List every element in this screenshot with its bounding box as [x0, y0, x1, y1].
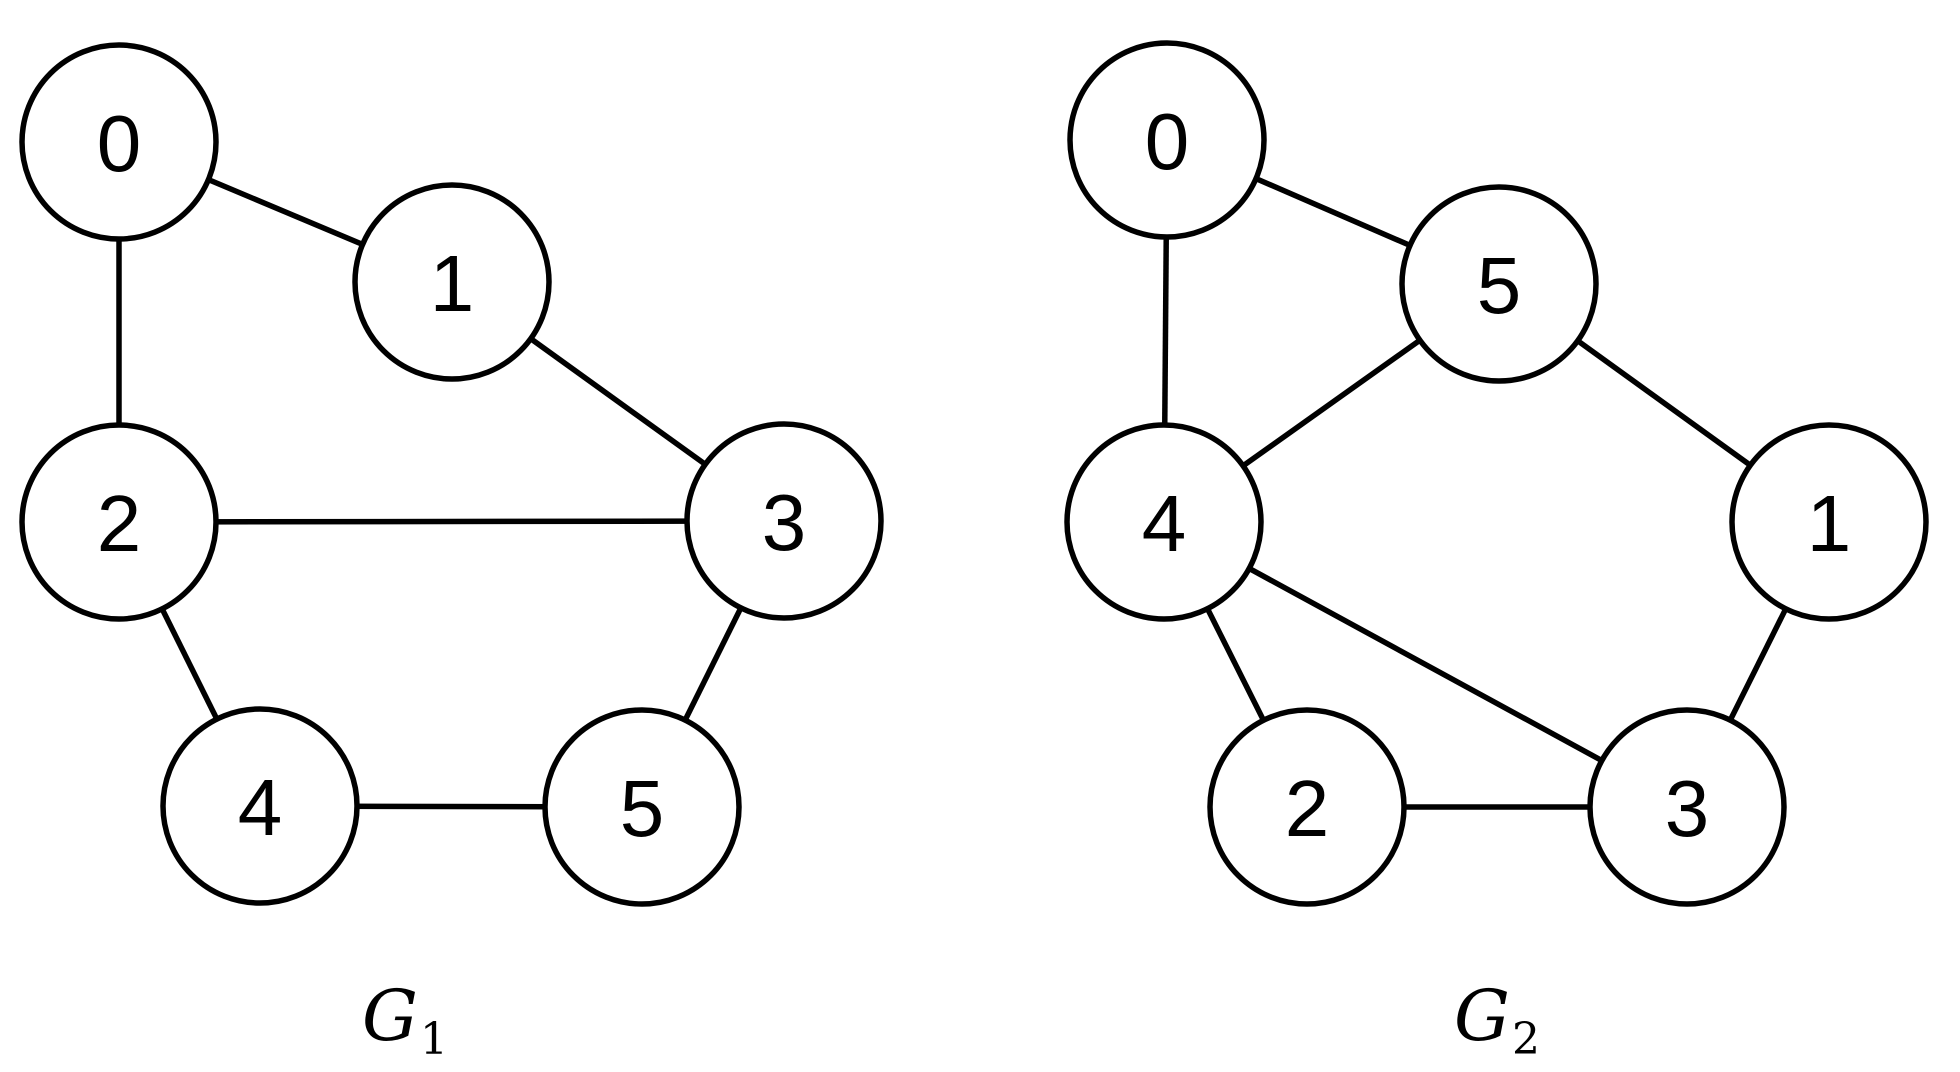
- node-label-g1-3: 3: [762, 478, 807, 567]
- node-label-g1-4: 4: [238, 763, 283, 852]
- graph-node-g2-0: [1067, 40, 1267, 240]
- graph1-caption-letter: G: [362, 975, 418, 1057]
- graph-node-g2-5: [1399, 184, 1599, 384]
- node-label-g2-0: 0: [1145, 97, 1190, 186]
- graph2-caption: G2: [1454, 981, 1540, 1062]
- node-label-g2-2: 2: [1285, 764, 1330, 853]
- node-label-g2-5: 5: [1477, 241, 1522, 330]
- graph-g1: 0 1 2 3 4 5: [19, 42, 884, 907]
- graph-edge-2-3: [118, 518, 785, 525]
- graph1-caption: G1: [362, 981, 448, 1062]
- node-label-g1-5: 5: [620, 764, 665, 853]
- graph-node-g1-1: [352, 182, 552, 382]
- node-label-g1-0: 0: [97, 99, 142, 188]
- node-label-g2-4: 4: [1142, 479, 1187, 568]
- graph-node-g2-1: [1729, 422, 1929, 622]
- graph2-caption-letter: G: [1454, 975, 1510, 1057]
- graph-node-g1-0: [19, 42, 219, 242]
- node-label-g2-1: 1: [1807, 479, 1852, 568]
- graph-node-g2-2: [1207, 707, 1407, 907]
- graph-node-g2-3: [1587, 707, 1787, 907]
- graph-node-g1-2: [19, 422, 219, 622]
- node-label-g1-1: 1: [430, 239, 475, 328]
- graph-node-g1-3: [684, 421, 884, 621]
- graph1-caption-subscript: 1: [419, 1014, 448, 1065]
- graph-g2: 0 5 4 1 2 3: [1064, 40, 1929, 907]
- node-label-g2-3: 3: [1665, 764, 1710, 853]
- graph-node-g1-4: [160, 706, 360, 906]
- graph2-caption-subscript: 2: [1511, 1014, 1540, 1065]
- node-label-g1-2: 2: [97, 479, 142, 568]
- graph-node-g1-5: [542, 707, 742, 907]
- graph-node-g2-4: [1064, 422, 1264, 622]
